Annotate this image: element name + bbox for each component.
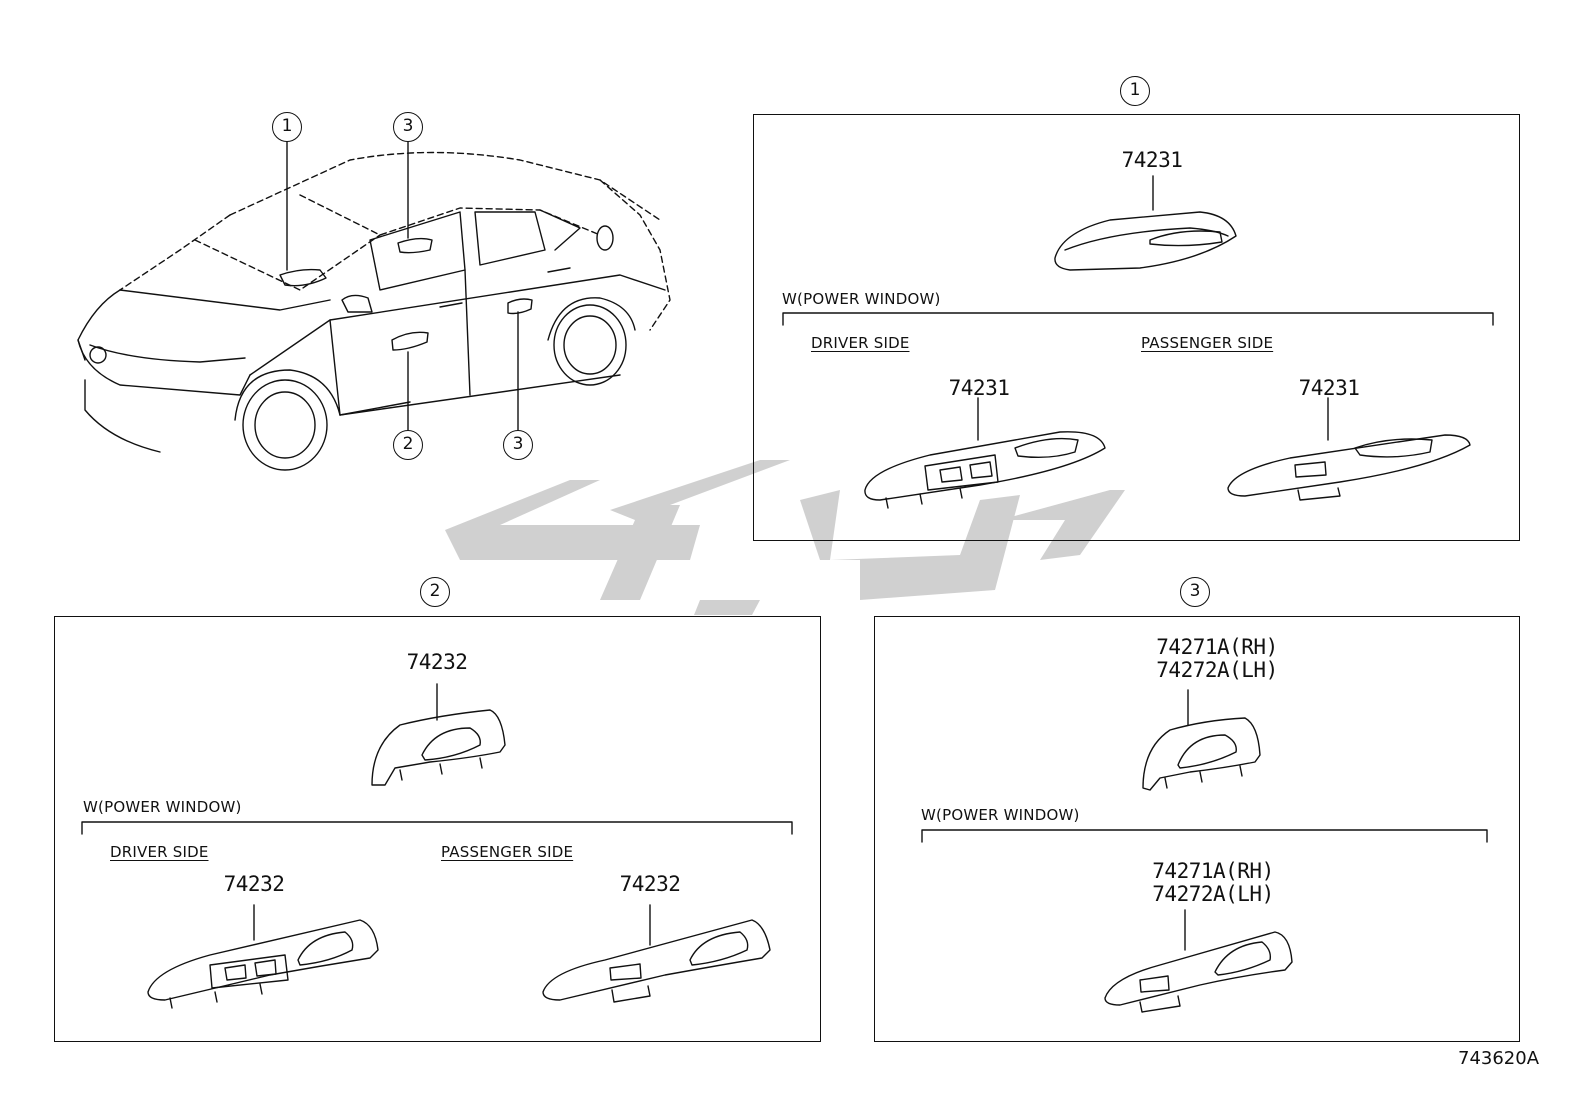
diagram-id: 743620A: [1458, 1048, 1540, 1069]
panel3-parts: [921, 689, 1488, 1013]
part-number-74231-passenger[interactable]: 74231: [1298, 376, 1360, 400]
callout-panel-1[interactable]: 1: [1120, 76, 1150, 106]
callout-panel-2[interactable]: 2: [420, 577, 450, 607]
callout-car-1[interactable]: 1: [272, 112, 302, 142]
part-number-74231-driver[interactable]: 74231: [948, 376, 1010, 400]
panel-2-frame: [54, 616, 821, 1042]
part-number-74232-passenger[interactable]: 74232: [619, 872, 681, 896]
variant-label-power-window: W(POWER WINDOW): [921, 806, 1080, 824]
passenger-side-label: PASSENGER SIDE: [441, 843, 574, 861]
part-number-74232-top[interactable]: 74232: [406, 650, 468, 674]
driver-side-label: DRIVER SIDE: [110, 843, 209, 861]
part-number-74232-driver[interactable]: 74232: [223, 872, 285, 896]
callout-panel-3[interactable]: 3: [1180, 577, 1210, 607]
part-number-74271a-rh-top[interactable]: 74271A(RH): [1156, 635, 1278, 659]
part-number-74272a-lh-top[interactable]: 74272A(LH): [1156, 658, 1278, 682]
passenger-side-label: PASSENGER SIDE: [1141, 334, 1274, 352]
variant-label-power-window: W(POWER WINDOW): [782, 290, 941, 308]
callout-car-2[interactable]: 2: [393, 430, 423, 460]
panel2-parts: [81, 683, 793, 1009]
part-number-74272a-lh-bottom[interactable]: 74272A(LH): [1152, 882, 1274, 906]
panel-3-frame: [874, 616, 1520, 1042]
callout-car-3-top[interactable]: 3: [393, 112, 423, 142]
watermark-logo: [445, 460, 1125, 615]
part-number-74231-top[interactable]: 74231: [1121, 148, 1183, 172]
driver-side-label: DRIVER SIDE: [811, 334, 910, 352]
car-illustration: [77, 140, 671, 471]
variant-label-power-window: W(POWER WINDOW): [83, 798, 242, 816]
panel-1-frame: [753, 114, 1520, 541]
callout-car-3-bottom[interactable]: 3: [503, 430, 533, 460]
panel1-parts: [782, 175, 1494, 509]
part-number-74271a-rh-bottom[interactable]: 74271A(RH): [1152, 859, 1274, 883]
